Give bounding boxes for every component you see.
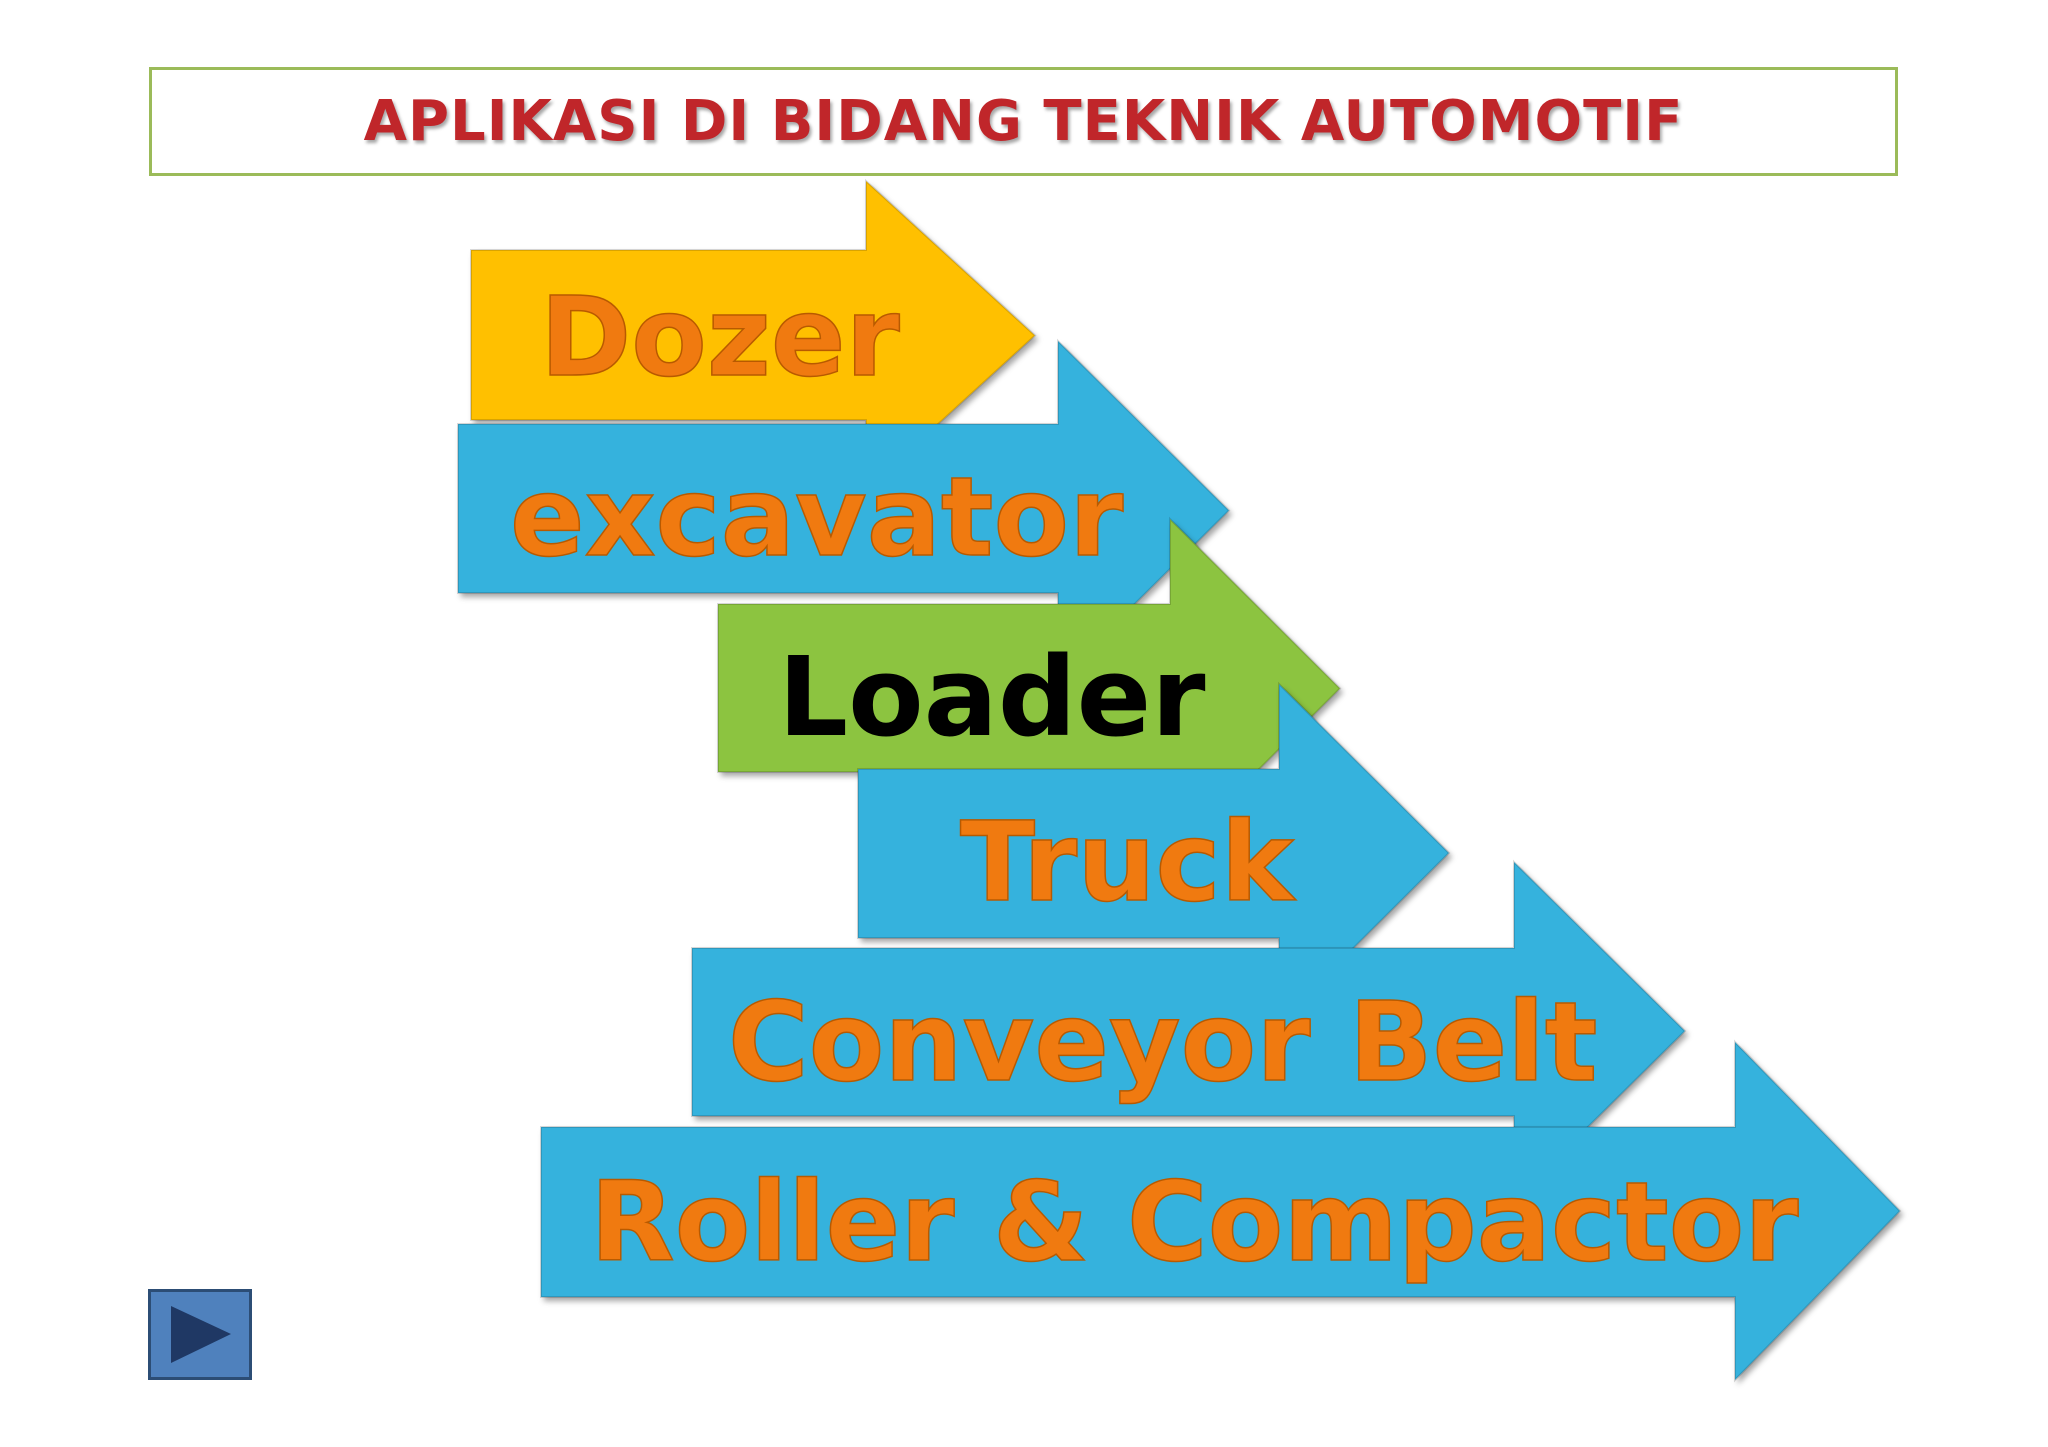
next-slide-button[interactable] bbox=[148, 1289, 252, 1380]
arrow-shape bbox=[691, 859, 1687, 1203]
arrow-1: Dozer bbox=[470, 178, 1037, 493]
arrow-label: Conveyor Belt bbox=[728, 978, 1597, 1106]
arrow-shape bbox=[540, 1039, 1902, 1383]
arrow-6: Roller & Compactor bbox=[540, 1039, 1902, 1383]
arrow-4: Truck bbox=[857, 681, 1451, 1025]
arrow-2: excavator bbox=[457, 338, 1231, 683]
arrow-shape bbox=[857, 681, 1451, 1025]
title-box: APLIKASI DI BIDANG TEKNIK AUTOMOTIF bbox=[149, 67, 1898, 176]
page-title: APLIKASI DI BIDANG TEKNIK AUTOMOTIF bbox=[363, 89, 1684, 154]
arrow-label: Truck bbox=[960, 798, 1297, 926]
arrow-shape bbox=[470, 178, 1037, 493]
arrow-shape bbox=[457, 338, 1231, 683]
play-icon bbox=[171, 1306, 231, 1363]
arrow-label: Dozer bbox=[540, 273, 900, 401]
arrow-label: excavator bbox=[510, 453, 1123, 581]
arrow-label: Loader bbox=[778, 633, 1206, 761]
arrow-5: Conveyor Belt bbox=[691, 859, 1687, 1203]
arrow-label: Roller & Compactor bbox=[590, 1158, 1799, 1286]
